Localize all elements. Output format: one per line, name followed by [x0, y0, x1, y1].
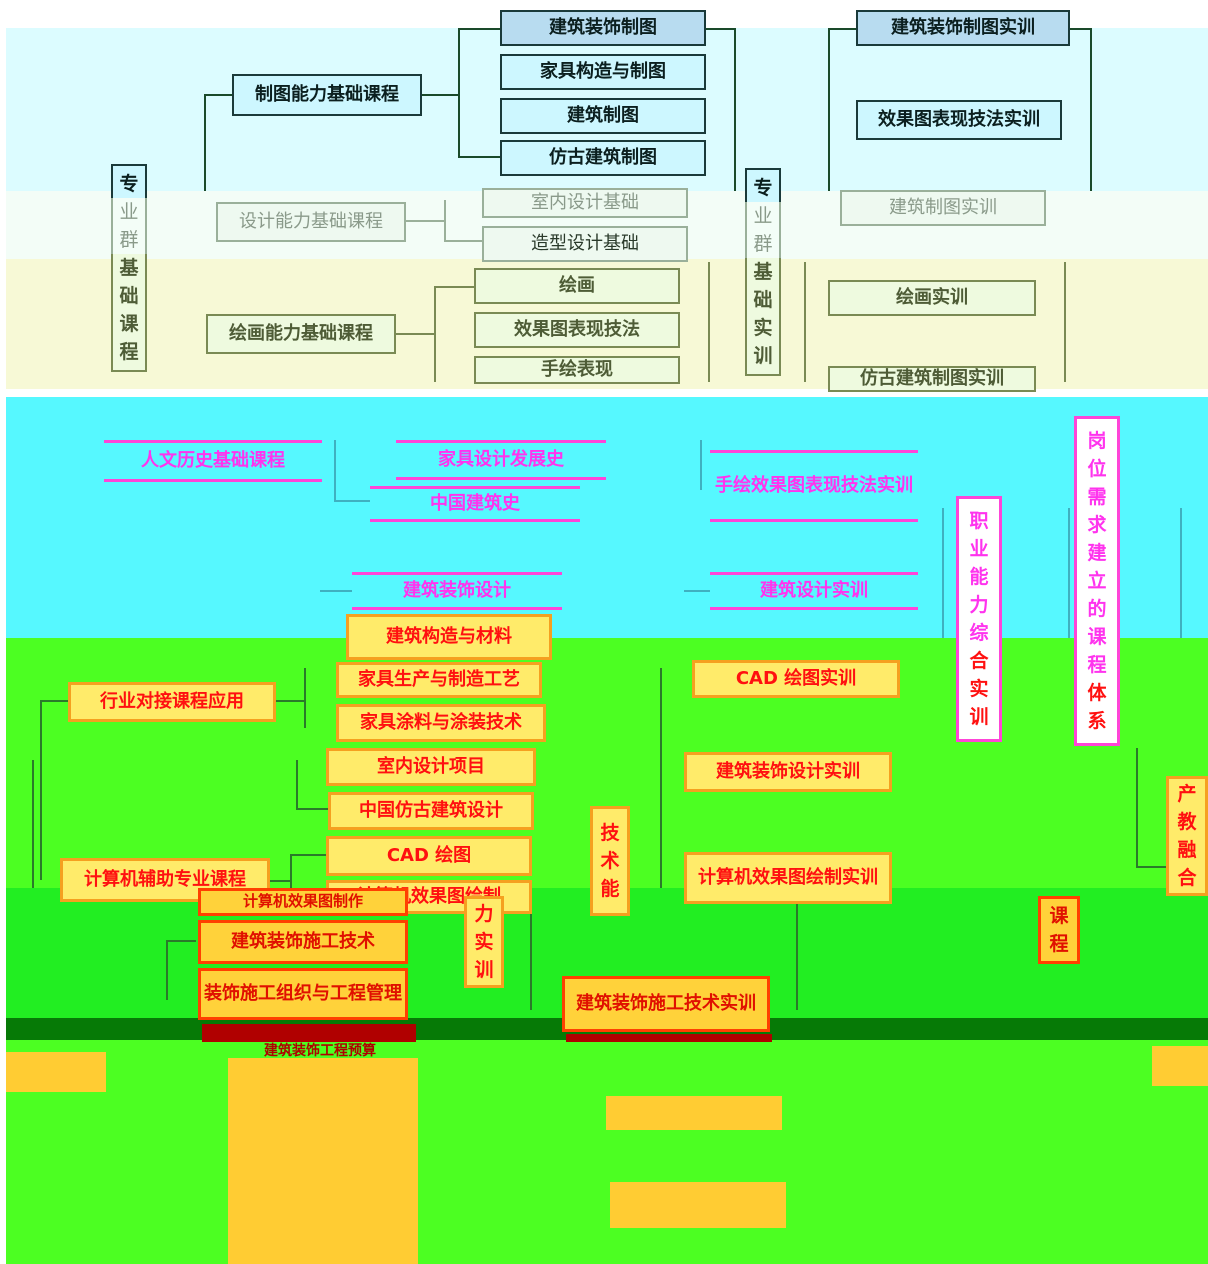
- design-ability-courses: 设计能力基础课程: [216, 202, 406, 242]
- course-furniture-production: 家具生产与制造工艺: [336, 662, 542, 698]
- course-form-design-basics: 造型设计基础: [482, 226, 688, 262]
- humanities-history-courses: 人文历史基础课程: [104, 440, 322, 482]
- artifact-block: [228, 1058, 418, 1264]
- course-interior-design-basics: 室内设计基础: [482, 188, 688, 218]
- foundation-training-label: 专 业 群 基 础 实 训: [740, 164, 786, 380]
- training-architectural-design: 建筑设计实训: [710, 572, 918, 610]
- industry-education-integration-label: 产教融合: [1166, 776, 1208, 896]
- course-antique-architecture-drawing: 仿古建筑制图: [500, 140, 706, 176]
- course-interior-design-project: 室内设计项目: [326, 748, 536, 786]
- training-antique-architecture-drawing: 仿古建筑制图实训: [828, 366, 1036, 392]
- artifact-block: [1152, 1046, 1208, 1086]
- course-construction-organization-management: 装饰施工组织与工程管理: [198, 968, 408, 1020]
- technical-ability-training-label-top: 技术能: [590, 806, 630, 916]
- training-architectural-decoration-drawing: 建筑装饰制图实训: [856, 10, 1070, 46]
- course-architectural-drawing: 建筑制图: [500, 98, 706, 134]
- course-architectural-decoration-drawing: 建筑装饰制图: [500, 10, 706, 46]
- band-bottom: [6, 1040, 1208, 1264]
- artifact-block: [566, 1034, 772, 1042]
- industry-connection-courses: 行业对接课程应用: [68, 682, 276, 722]
- drawing-ability-courses: 制图能力基础课程: [232, 74, 422, 116]
- course-furniture-construction-drawing: 家具构造与制图: [500, 54, 706, 90]
- training-decoration-construction-technology: 建筑装饰施工技术实训: [562, 976, 770, 1032]
- training-architectural-drawing: 建筑制图实训: [840, 190, 1046, 226]
- course-furniture-coatings: 家具涂料与涂装技术: [336, 704, 546, 742]
- vocational-comprehensive-training-label: 职业能力 综合实训: [956, 496, 1002, 742]
- course-label: 课程: [1038, 896, 1080, 964]
- course-decoration-construction-technology: 建筑装饰施工技术: [198, 920, 408, 964]
- training-cad-drawing: CAD 绘图实训: [692, 660, 900, 698]
- technical-ability-training-label-bottom: 力实训: [464, 896, 504, 988]
- training-computer-rendering: 计算机效果图绘制实训: [684, 852, 892, 904]
- training-rendering-techniques: 效果图表现技法实训: [856, 100, 1062, 140]
- course-chinese-antique-architecture-design: 中国仿古建筑设计: [328, 792, 534, 830]
- course-furniture-design-history: 家具设计发展史: [396, 440, 606, 480]
- course-architectural-decoration-design: 建筑装饰设计: [352, 572, 562, 610]
- artifact-block: [610, 1182, 786, 1228]
- band-history: [6, 397, 1208, 638]
- training-painting: 绘画实训: [828, 280, 1036, 316]
- artifact-block: [6, 1052, 106, 1092]
- course-chinese-architecture-history: 中国建筑史: [370, 486, 580, 522]
- artifact-block: [606, 1096, 782, 1130]
- painting-ability-courses: 绘画能力基础课程: [206, 314, 396, 354]
- course-hand-drawing: 手绘表现: [474, 356, 680, 384]
- artifact-block: [202, 1024, 416, 1042]
- job-demand-course-system-label: 岗位需求 建立的课 程体系: [1074, 416, 1120, 746]
- foundation-courses-label: 专 业 群 基 础 课 程: [106, 160, 152, 376]
- course-cad-drawing: CAD 绘图: [326, 836, 532, 876]
- course-computer-rendering-production: 计算机效果图制作: [198, 888, 408, 916]
- course-painting: 绘画: [474, 268, 680, 304]
- training-architectural-decoration-design: 建筑装饰设计实训: [684, 752, 892, 792]
- course-rendering-techniques: 效果图表现技法: [474, 312, 680, 348]
- course-decoration-budget: 建筑装饰工程预算: [264, 1042, 376, 1059]
- training-hand-drawn-rendering: 手绘效果图表现技法实训: [710, 450, 918, 522]
- course-building-construction-materials: 建筑构造与材料: [346, 614, 552, 660]
